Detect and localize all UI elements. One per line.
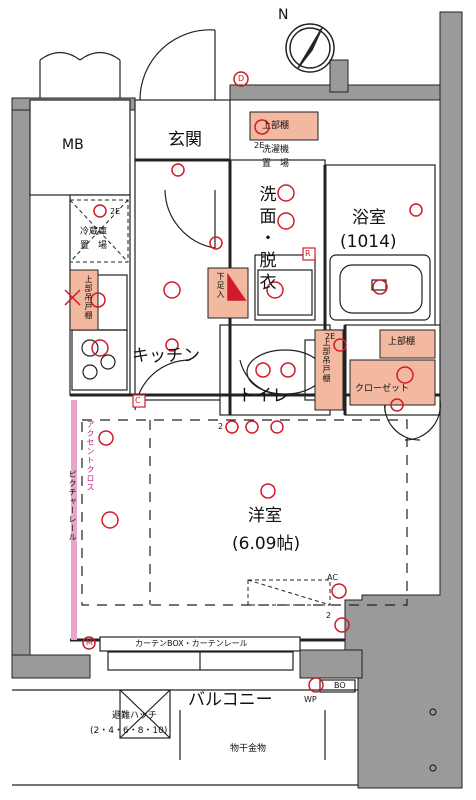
label-2-ac: 2 <box>326 611 332 620</box>
label-m: M <box>86 638 93 647</box>
label-bo: BO <box>334 681 346 690</box>
label-jobu-dana-closet: 上部棚 <box>388 337 416 347</box>
label-2e-washer: 2E <box>254 141 265 150</box>
x-marks <box>69 199 331 606</box>
label-r: R <box>305 249 311 258</box>
compass-icon <box>285 23 335 73</box>
room-mb: MB <box>62 137 84 153</box>
balcony-area <box>12 679 437 786</box>
balcony-window <box>99 636 301 671</box>
label-jobu-dana-kitchen: 上部吊戸棚 <box>84 275 93 320</box>
label-north: N <box>278 7 289 23</box>
extractor-icon <box>64 272 247 306</box>
room-toilet: トイレ <box>238 386 289 406</box>
door-swings <box>39 29 441 441</box>
room-yokushitsu-size: (1014) <box>340 232 397 252</box>
washroom-fixtures <box>254 254 316 321</box>
room-yoshitsu-size: (6.09帖) <box>232 534 301 554</box>
label-jobu-dana-top: 上部棚 <box>262 121 290 131</box>
label-monohoshi: 物干金物 <box>230 744 267 754</box>
cabinets <box>69 111 436 411</box>
outer-walls <box>11 11 463 789</box>
label-2-outlet: 2 <box>218 422 224 431</box>
electrical-symbols <box>82 71 423 693</box>
label-wp: WP <box>304 695 317 704</box>
room-kitchen: キッチン <box>132 346 200 366</box>
label-curtain: カーテンBOX・カーテンレール <box>135 639 248 648</box>
room-yokushitsu: 浴室 <box>352 208 386 228</box>
room-closet: クローゼット <box>355 384 410 394</box>
room-yoshitsu: 洋室 <box>248 506 282 526</box>
label-d: D <box>238 74 245 83</box>
label-picture-rail: ピクチャーレール <box>68 470 77 542</box>
room-senmen: 洗 面 ・ 脱 衣 <box>259 185 277 294</box>
label-c: C <box>135 396 141 405</box>
label-shita-zoko: 下足入 <box>216 272 225 299</box>
small-marks <box>132 247 316 408</box>
label-2e-fridge: 2E <box>110 207 121 216</box>
label-jobu-tsurito-toilet: 上部吊戸棚 <box>322 338 331 383</box>
label-hinan-floors: (2・4・6・8・10) <box>90 726 168 736</box>
room-balcony: バルコニー <box>188 690 273 710</box>
label-hinan-hatch: 避難ハッチ <box>112 711 158 721</box>
label-sentakuki: 洗濯機 <box>262 145 290 155</box>
label-okiba: 置 場 <box>262 159 290 169</box>
label-reizoko: 冷蔵庫 <box>80 227 108 237</box>
label-2e-toilet: 2E <box>325 332 336 341</box>
label-ac: AC <box>327 573 338 582</box>
room-genkan: 玄関 <box>168 130 202 150</box>
label-reizoko-okiba: 置 場 <box>80 241 108 251</box>
label-accent-cross: アクセントクロス <box>86 420 95 492</box>
